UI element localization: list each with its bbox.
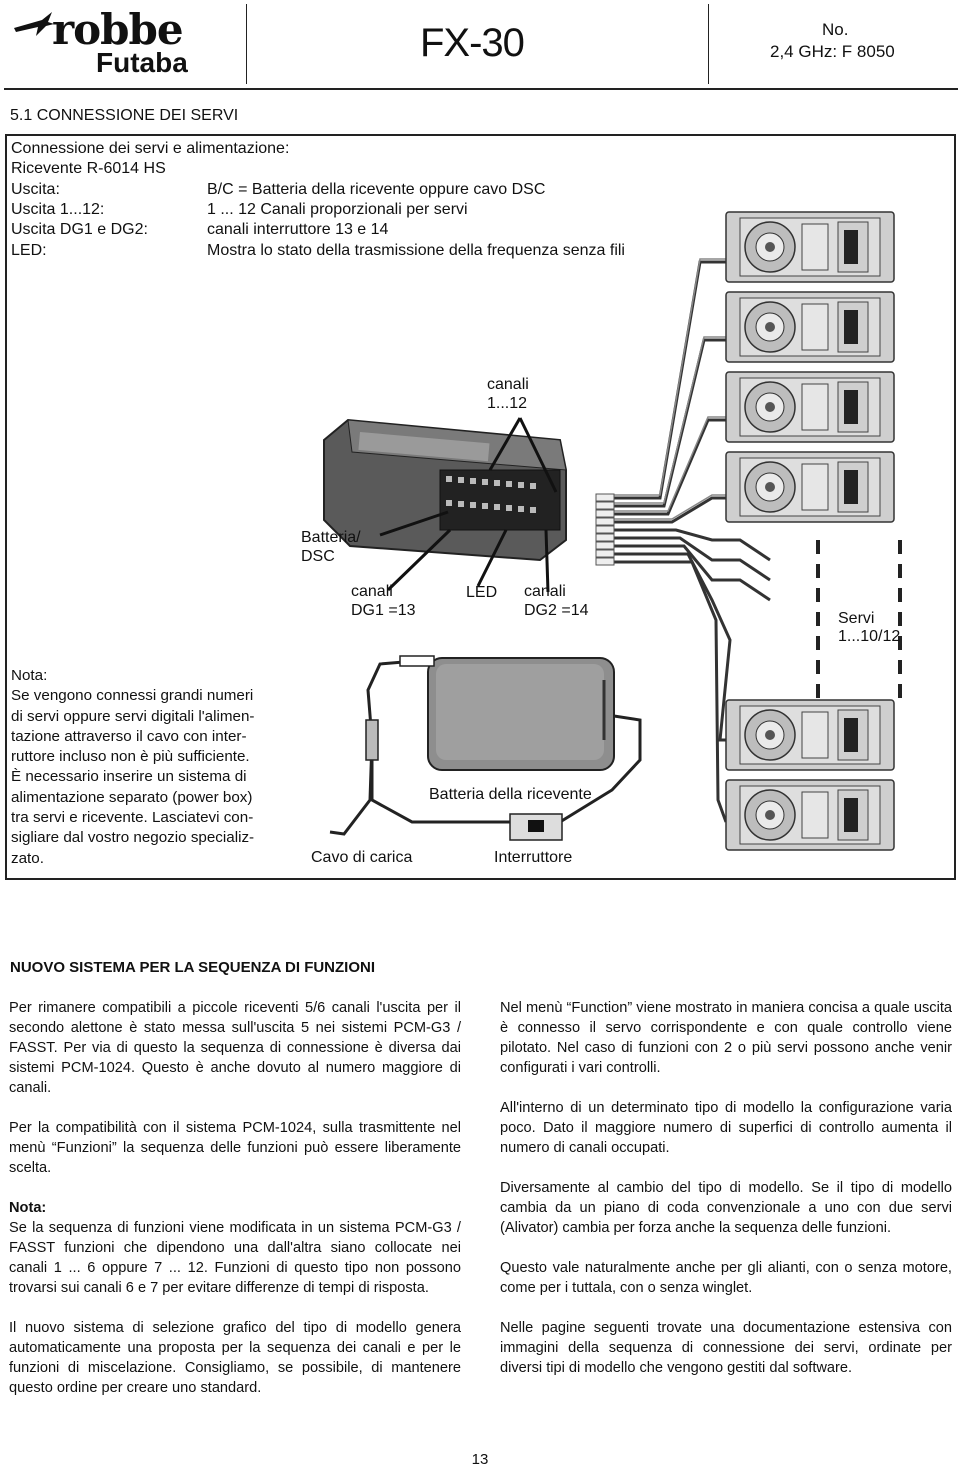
airplane-logo-icon [14,12,54,36]
charge-plug-icon [365,719,379,761]
spec-value: 1 ... 12 Canali proporzionali per servi [207,201,468,218]
note-line: Se vengono connessi grandi numeri [11,687,254,705]
wiring-diagram [323,211,902,851]
header-rule [4,88,958,90]
note-title: Nota: [11,667,48,684]
label-led: LED [466,584,498,601]
label-canali: canali [487,376,529,393]
receiver-icon [323,418,567,562]
header-divider-2 [708,4,709,84]
servo-icon [725,291,895,363]
paragraph: Se la sequenza di funzioni viene modific… [9,1220,461,1296]
label-dg2: DG2 =14 [524,602,589,619]
spec-label: LED: [11,242,47,259]
paragraph: All'interno di un determinato tipo di mo… [500,1100,952,1156]
spec-label: Uscita: [11,181,60,198]
spec-value: Mostra lo stato della trasmissione della… [207,242,625,259]
diagram-box [5,134,956,880]
paragraph: Per rimanere compatibili a piccole ricev… [9,1000,461,1096]
label-interruttore: Interruttore [494,849,573,866]
paragraph: Nel menù “Function” viene mostrato in ma… [500,1000,952,1076]
spec-label: Uscita 1...12: [11,201,105,218]
servo-icon [725,779,895,851]
label-batteria: Batteria/ [301,529,361,546]
specs-heading: Connessione dei servi e alimentazione: [11,140,290,157]
note-line: sigliare dal vostro negozio specializ- [11,829,255,847]
article-right-column: Nel menù “Function” viene mostrato in ma… [500,998,952,1398]
paragraph: Questo vale naturalmente anche per gli a… [500,1260,952,1296]
note-line: ruttore incluso non è più sufficiente. [11,748,250,766]
label-servi-range: 1...10/12 [838,628,901,645]
servo-icon [725,371,895,443]
nota-heading: Nota: [9,1200,47,1216]
label-dsc: DSC [301,548,335,565]
note-line: di servi oppure servi digitali l'alimen- [11,707,255,725]
spec-value: canali interruttore 13 e 14 [207,221,389,238]
doc-number-value: 2,4 GHz: F 8050 [770,42,895,61]
paragraph: Diversamente al cambio del tipo di model… [500,1180,952,1236]
section-title: 5.1 CONNESSIONE DEI SERVI [10,107,239,124]
logo-robbe-text: robbe [52,5,184,54]
model-title: FX-30 [420,21,525,65]
robbe-futaba-logo: robbe Futaba [12,6,227,80]
diagram-note: Nota: Se vengono connessi grandi numeri … [11,666,279,869]
note-line: zato. [11,849,44,867]
label-cavo-carica: Cavo di carica [311,849,413,866]
servo-icon [725,211,895,283]
doc-number-label: No. [822,20,849,39]
note-line: tazione attraverso il cavo con inter- [11,727,247,745]
switch-icon [509,813,563,841]
article-title: NUOVO SISTEMA PER LA SEQUENZA DI FUNZION… [10,959,376,976]
page-number: 13 [471,1451,489,1468]
note-line: È necessario inserire un sistema di [11,768,247,786]
label-dg1-canali: canali [351,583,393,600]
header-divider-1 [246,4,247,84]
battery-pack-icon [427,657,615,771]
servo-icon [725,451,895,523]
label-canali-range: 1...12 [487,395,528,412]
label-batteria-ricevente: Batteria della ricevente [429,786,592,803]
paragraph: Il nuovo sistema di selezione grafico de… [9,1320,461,1396]
logo-futaba-text: Futaba [96,47,188,78]
servo-icon [725,699,895,771]
article-left-column: Per rimanere compatibili a piccole ricev… [9,998,461,1418]
spec-value: B/C = Batteria della ricevente oppure ca… [207,181,546,198]
label-dg2-canali: canali [524,583,566,600]
label-dg1: DG1 =13 [351,602,416,619]
note-line: tra servi e ricevente. Lasciatevi con- [11,809,254,827]
specs-receiver: Ricevente R-6014 HS [11,160,166,177]
paragraph: Nelle pagine seguenti trovate una docume… [500,1320,952,1376]
label-servi: Servi [838,610,875,627]
note-line: alimentazione separato (power box) [11,788,253,806]
spec-label: Uscita DG1 e DG2: [11,221,148,238]
paragraph: Per la compatibilità con il sistema PCM-… [9,1120,461,1176]
